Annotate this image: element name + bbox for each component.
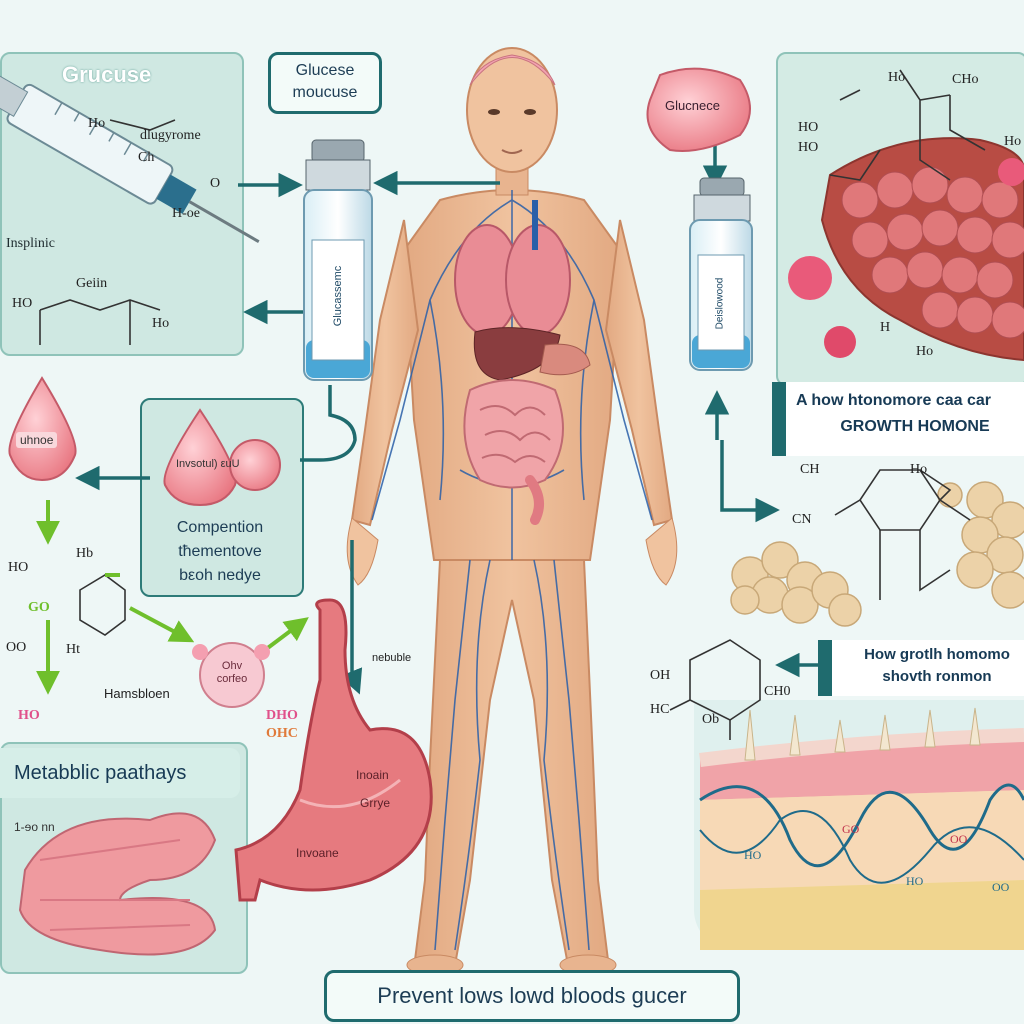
label-drop-left: uhnoe: [16, 432, 58, 448]
pancreas-top: [646, 67, 751, 152]
organs: [454, 200, 591, 525]
stomach: [234, 598, 433, 902]
chem-syringe-8: Ho: [152, 316, 170, 331]
chem-syringe-1: Ho: [88, 116, 106, 131]
fat-cells: [730, 481, 1024, 627]
chem-mr-2: Ho: [910, 462, 928, 477]
label-vial-right: Deislowood: [714, 277, 726, 330]
chem-lr-3: HC: [650, 702, 670, 717]
label-compention: Compention tħementove bεoh nedye: [150, 516, 290, 588]
chem-syringe-4: O: [210, 176, 221, 191]
chem-left-8: OHC: [266, 726, 298, 741]
chem-tr-1: Ho: [888, 70, 906, 85]
label-vial-left: Glucassemc: [332, 265, 344, 327]
label-growth-top: A how htonomore caa car GROWTH HOMONE: [772, 382, 1024, 456]
syringe: [0, 63, 260, 244]
tissue-red: [788, 137, 1024, 362]
label-drop-center: Invsotul) εuU: [176, 458, 240, 470]
chem-tr-7: Ho: [916, 344, 934, 359]
chem-tr-6: H: [880, 320, 891, 335]
chem-lr-1: OH: [650, 668, 671, 683]
chem-syringe-5: H-oe: [172, 206, 200, 221]
green-arrows: [36, 500, 309, 695]
chem-mr-3: CN: [792, 512, 812, 527]
label-nebuble: nebuble: [372, 652, 412, 664]
label-glucese-mouse: Glucese moucuse: [268, 52, 382, 114]
chem-tissue-4: HO: [906, 874, 924, 888]
chem-tr-2: CHo: [952, 72, 979, 87]
label-compention-line3: bεoh nedye: [179, 567, 261, 584]
chem-left-3: Ht: [66, 642, 80, 657]
vial-left: [303, 139, 373, 381]
muscle-tissue: [18, 812, 217, 956]
chem-syringe-3: Ch: [138, 150, 155, 165]
label-stomach-1: Inoain: [356, 768, 389, 782]
chem-lr-4: Ob: [702, 712, 720, 727]
bottom-banner: Prevent lows lowd bloods gucer: [324, 970, 740, 1022]
chem-left-7: DHO: [266, 708, 298, 723]
chem-syringe-2: dlugyrome: [140, 128, 201, 143]
label-stomach-2: Grrye: [360, 796, 390, 810]
chem-left-2: HO: [8, 560, 29, 575]
label-measure: 1-ɘo nn: [14, 820, 55, 834]
label-metabolic: Metabblic paathays: [0, 748, 240, 798]
chem-left-4: GO: [28, 600, 50, 615]
chem-syringe-7: HO: [12, 296, 33, 311]
chem-tissue-5: OO: [992, 880, 1010, 894]
chem-mr-1: CH: [800, 462, 820, 477]
vial-right: [689, 177, 753, 371]
chem-tr-3: HO: [798, 120, 819, 135]
chem-tissue-1: GO: [842, 822, 860, 836]
label-small-organ: Ohv corfeo: [216, 660, 248, 685]
drop-left: [8, 376, 77, 482]
chem-tissue-3: HO: [744, 848, 762, 862]
label-compention-line2: tħementove: [178, 543, 262, 560]
skin-layers: [699, 707, 1024, 950]
label-glucese-mouse-line1: Glucese: [295, 62, 355, 79]
label-growth-mid-line1: How grotlh homomo: [864, 646, 1010, 663]
chem-left-6: HO: [18, 708, 40, 723]
chem-left-5: OO: [6, 640, 27, 655]
flow-arrows: [75, 145, 820, 695]
chem-left-1: Hb: [76, 546, 94, 561]
label-stomach-3: Invoane: [296, 846, 339, 860]
label-growth-top-line1: A how htonomore caa car: [796, 392, 991, 409]
label-glucnece: Glucnece: [665, 98, 720, 113]
label-glucese-mouse-line2: moucuse: [292, 84, 358, 101]
chem-lr-2: CH0: [764, 684, 791, 699]
label-compention-line1: Compention: [176, 519, 264, 536]
panel-compention: [140, 398, 304, 597]
label-growth-top-line2: GROWTH HOMONE: [840, 418, 990, 435]
label-growth-mid: How grotlh homomo shovth ronmon: [818, 640, 1024, 696]
chem-syringe-6: Geiin: [76, 276, 108, 291]
chem-tr-5: Ho: [1004, 134, 1022, 149]
chem-tissue-2: OO: [950, 832, 968, 846]
small-organ: [192, 642, 270, 708]
label-growth-mid-line2: shovth ronmon: [882, 668, 992, 685]
chem-tr-4: HO: [798, 140, 819, 155]
label-grucuse: Grucuse: [62, 62, 152, 87]
label-insplinic: Insplinic: [6, 236, 55, 251]
label-hamsbloen: Hamsbloen: [104, 686, 170, 701]
chem-structures: [39, 69, 986, 740]
drop-center: [163, 408, 281, 507]
